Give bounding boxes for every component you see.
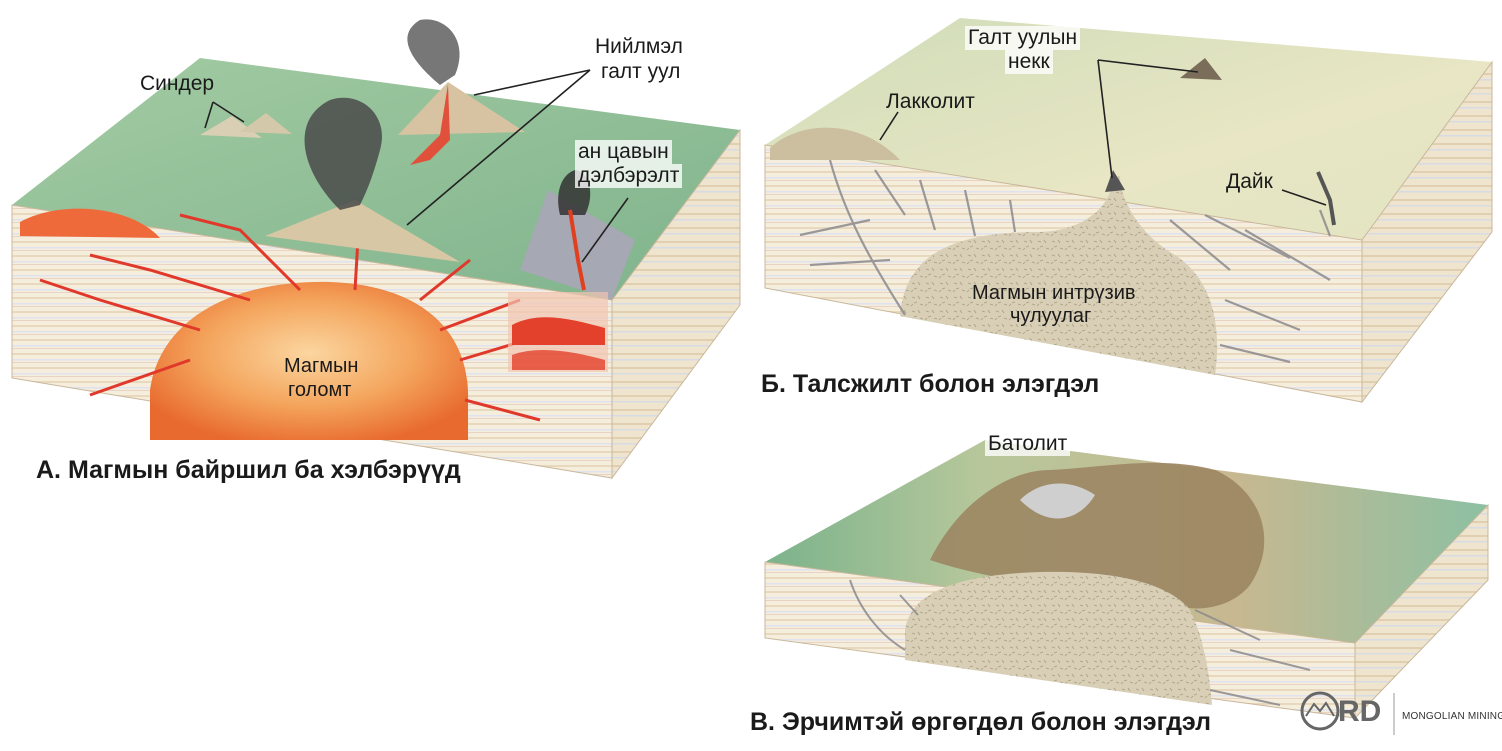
panel-b-pointers: [879, 59, 1327, 206]
caption-panel-b: Б. Талсжилт болон элэгдэл: [761, 370, 1100, 398]
label-chamber-line2: голомт: [288, 379, 352, 401]
label-batholith: Батолит: [985, 432, 1071, 456]
label-composite-line1: Нийлмэл: [595, 35, 683, 58]
label-composite-line2: галт уул: [601, 60, 681, 83]
label-chamber-line1: Магмын: [284, 355, 359, 377]
logo-text: MONGOLIAN MINING: [1402, 711, 1502, 722]
label-intrusive-line1: Магмын интрүзив: [972, 282, 1136, 304]
label-neck-line2: некк: [1005, 50, 1053, 74]
label-fissure-line2: дэлбэрэлт: [575, 164, 683, 188]
label-laccolith: Лакколит: [886, 90, 975, 113]
panel-c-block: [764, 440, 1489, 720]
logo-mark: [1300, 691, 1395, 735]
logo-mark-text: RD: [1338, 695, 1382, 728]
label-dike: Дайк: [1226, 170, 1273, 193]
label-cinder: Синдер: [140, 72, 215, 95]
panel-a-block: [11, 19, 741, 480]
caption-panel-a: А. Магмын байршил ба хэлбэрүүд: [36, 456, 461, 484]
label-intrusive-line2: чулуулаг: [1010, 305, 1092, 327]
panel-a-pointers: [204, 69, 629, 263]
panel-b-block: [764, 18, 1493, 404]
label-fissure-line1: ан цавын: [575, 140, 672, 164]
label-neck-line1: Галт уулын: [965, 26, 1081, 50]
caption-panel-c: В. Эрчимтэй өргөгдөл болон элэгдэл: [750, 708, 1211, 736]
